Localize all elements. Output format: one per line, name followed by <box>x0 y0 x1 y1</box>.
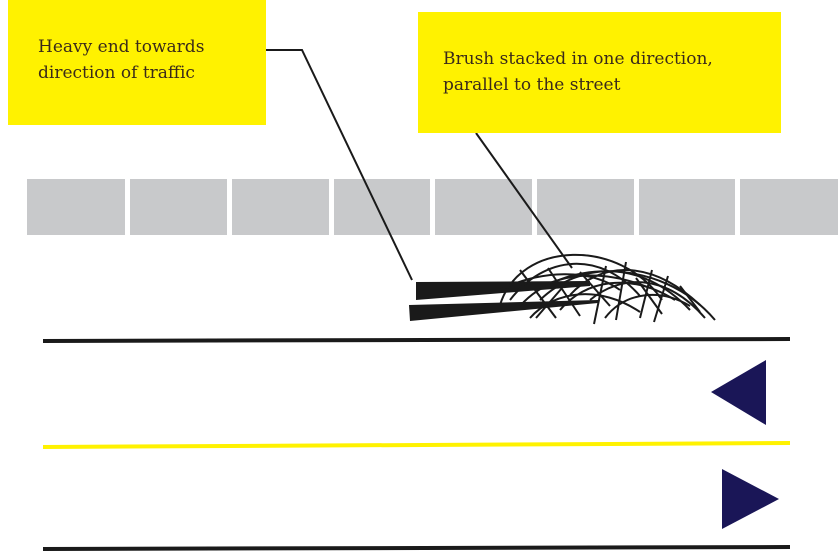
sidewalk-slab <box>537 179 634 235</box>
leader-line-left <box>266 50 412 280</box>
callout-brush-stacked-line2: parallel to the street <box>443 72 781 98</box>
road-edge-line <box>43 339 790 341</box>
callout-brush-stacked-line1: Brush stacked in one direction, <box>443 46 781 72</box>
sidewalk-slab <box>740 179 838 235</box>
sidewalk <box>27 179 838 235</box>
sidewalk-slab <box>130 179 227 235</box>
sidewalk-slab <box>232 179 329 235</box>
sidewalk-slab <box>435 179 532 235</box>
sidewalk-slab <box>639 179 735 235</box>
sidewalk-slab <box>334 179 430 235</box>
callout-heavy-end-line2: direction of traffic <box>38 60 266 86</box>
callout-brush-stacked: Brush stacked in one direction, parallel… <box>418 12 781 133</box>
traffic-left-arrow-icon <box>711 360 766 425</box>
callout-heavy-end: Heavy end towards direction of traffic <box>8 0 266 125</box>
road-center-line <box>43 443 790 447</box>
sidewalk-slab <box>27 179 125 235</box>
branch-heavy-end <box>409 300 598 321</box>
callout-heavy-end-line1: Heavy end towards <box>38 34 266 60</box>
road-edge-line <box>43 547 790 549</box>
traffic-right-arrow-icon <box>722 469 779 529</box>
